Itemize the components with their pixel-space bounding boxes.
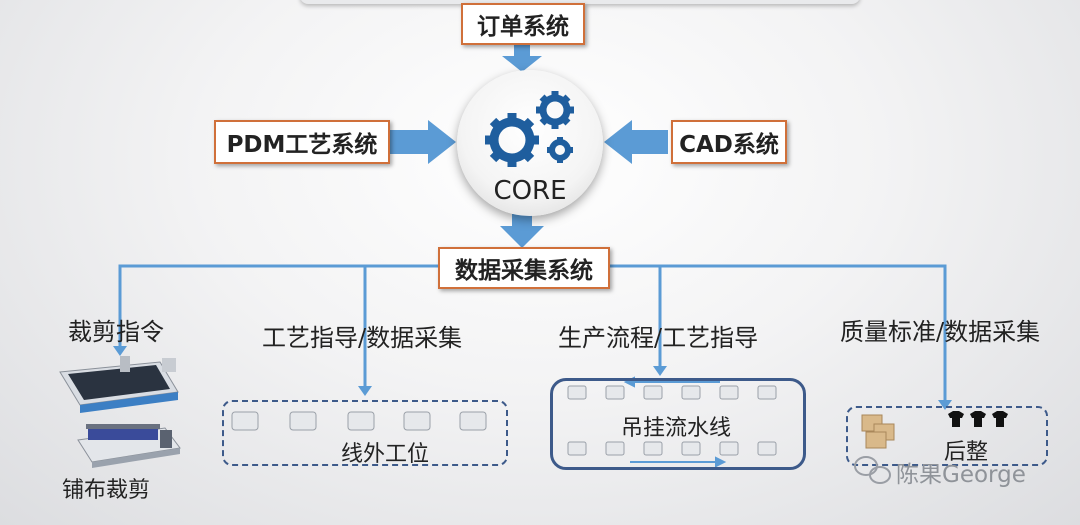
- cad-system-label: CAD系统: [679, 132, 779, 158]
- watermark-text: 陈果George: [896, 462, 1026, 488]
- branch-line-cut: [118, 264, 440, 350]
- order-system-box: 订单系统: [461, 3, 585, 45]
- branch-arrow-offline: [358, 386, 372, 396]
- tshirt-icon: [948, 411, 1008, 427]
- arrow-pdm-to-core: [390, 120, 456, 164]
- data-collection-label: 数据采集系统: [455, 258, 593, 284]
- finishing-box: [846, 406, 1048, 466]
- cad-system-box: CAD系统: [671, 120, 787, 164]
- hanging-line-label: 吊挂流水线: [621, 416, 732, 441]
- core-label: CORE: [493, 176, 567, 206]
- branch-line-finishing: [610, 264, 947, 404]
- offline-station-box: [222, 400, 508, 466]
- branch-arrow-finishing: [938, 400, 952, 410]
- pdm-system-box: PDM工艺系统: [214, 120, 390, 164]
- offline-station-label: 线外工位: [341, 442, 430, 467]
- pdm-system-label: PDM工艺系统: [226, 132, 378, 158]
- finishing-label: 后整: [944, 440, 989, 465]
- arrow-core-to-hub: [500, 214, 544, 248]
- branch-arrow-cut: [113, 346, 127, 356]
- branch-label-hanging: 生产流程/工艺指导: [558, 324, 759, 352]
- carton-icon: [861, 414, 895, 449]
- arrow-order-to-core: [502, 44, 542, 72]
- hanging-line-box: [550, 378, 806, 470]
- data-collection-box: 数据采集系统: [438, 247, 610, 289]
- arrow-cad-to-core: [604, 120, 668, 164]
- branch-label-offline: 工艺指导/数据采集: [262, 324, 463, 352]
- branch-arrow-hanging: [653, 366, 667, 376]
- cutting-bottom-label: 铺布裁剪: [62, 478, 151, 503]
- top-banner-edge: [300, 0, 860, 4]
- order-system-label: 订单系统: [477, 14, 569, 40]
- branch-label-finishing: 质量标准/数据采集: [840, 318, 1041, 346]
- branch-label-cut: 裁剪指令: [68, 318, 164, 346]
